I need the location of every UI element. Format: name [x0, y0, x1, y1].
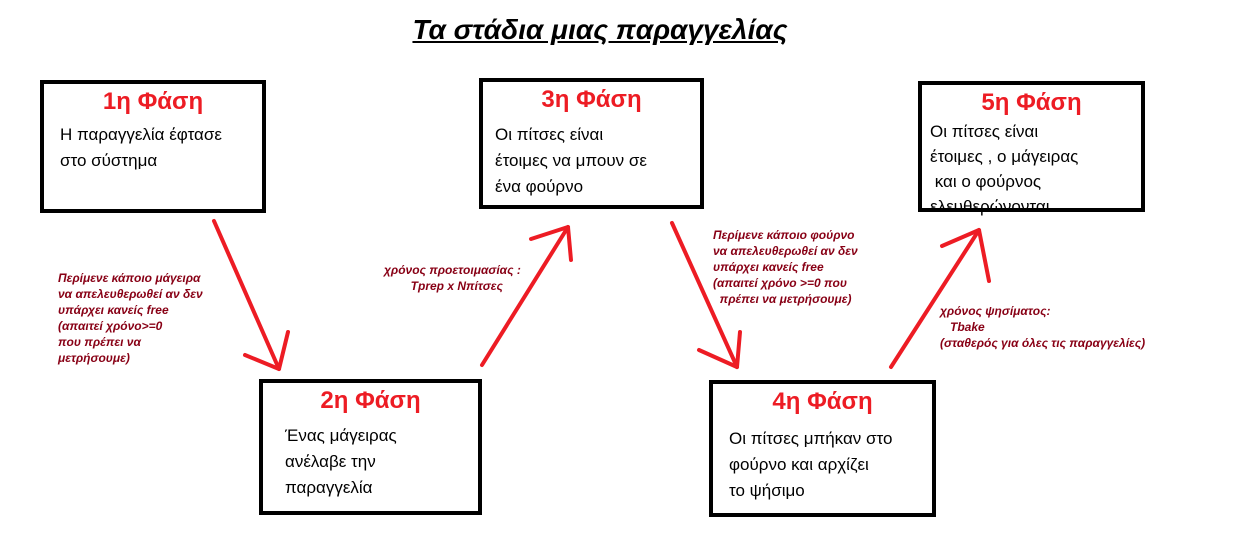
arrow-phase-4-to-5 — [889, 228, 991, 369]
phase-4-title: 4η Φάση — [772, 388, 873, 415]
phase-1-title: 1η Φάση — [102, 88, 204, 115]
note-prep-time: χρόνος προετοιμασίας : Tprep x Nπίτσες — [384, 263, 521, 293]
arrow-phase-3-to-4 — [670, 221, 742, 369]
phase-5-text: Οι πίτσες είναι έτοιμες , ο μάγειρας και… — [930, 122, 1079, 216]
note-wait-oven: Περίμενε κάποιο φούρνο να απελευθερωθεί … — [713, 228, 858, 306]
phase-4-text: Οι πίτσες μπήκαν στο φούρνο και αρχίζει … — [729, 429, 893, 500]
phase-3-box: 3η Φάση Οι πίτσες είναι έτοιμες να μπουν… — [479, 78, 704, 209]
phase-3-text: Οι πίτσες είναι έτοιμες να μπουν σε ένα … — [495, 125, 647, 196]
phase-5-title: 5η Φάση — [981, 89, 1082, 116]
arrow-phase-2-to-3 — [480, 225, 573, 367]
phase-5-box: 5η Φάση Οι πίτσες είναι έτοιμες , ο μάγε… — [918, 81, 1145, 216]
note-wait-cook: Περίμενε κάποιο μάγειρα να απελευθερωθεί… — [58, 271, 203, 365]
phase-1-box: 1η Φάση Η παραγγελία έφτασε στο σύστημα — [40, 80, 266, 213]
note-bake-time: χρόνος ψησίματος: Tbake (σταθερός για όλ… — [940, 304, 1146, 350]
diagram-title: Τα στάδια μιας παραγγελίας — [412, 14, 788, 45]
phase-1-text: Η παραγγελία έφτασε στο σύστημα — [60, 125, 222, 170]
arrow-phase-1-to-2 — [212, 219, 290, 371]
phase-2-title: 2η Φάση — [320, 387, 421, 414]
phase-2-text: Ένας μάγειρας ανέλαβε την παραγγελία — [285, 426, 397, 497]
phase-3-title: 3η Φάση — [541, 86, 642, 113]
phase-2-box: 2η Φάση Ένας μάγειρας ανέλαβε την παραγγ… — [259, 379, 482, 515]
phase-4-box: 4η Φάση Οι πίτσες μπήκαν στο φούρνο και … — [709, 380, 936, 517]
